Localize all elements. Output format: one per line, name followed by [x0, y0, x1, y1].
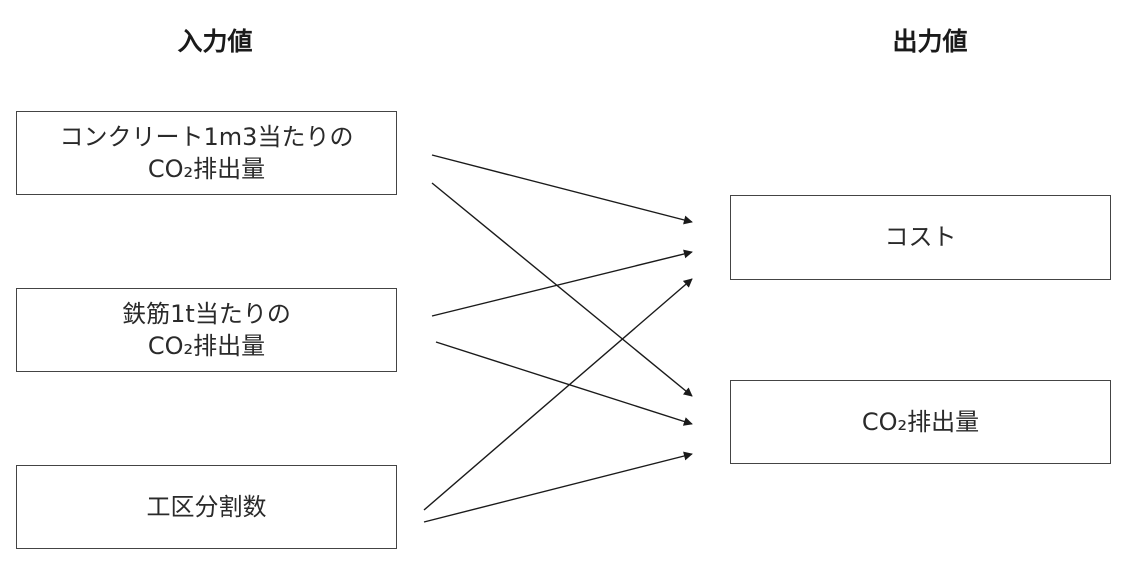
input-values-heading: 入力値 — [177, 27, 253, 56]
input-box-rebar-co2-line2: CO₂排出量 — [147, 332, 266, 360]
input-box-rebar-co2: 鉄筋1t当たりの CO₂排出量 — [16, 288, 397, 372]
arrow-sections-to-cost — [423, 278, 693, 511]
input-box-concrete-co2: コンクリート1m3当たりの CO₂排出量 — [16, 111, 397, 195]
arrow-sections-to-co2 — [423, 451, 693, 523]
input-box-section-count-label: 工区分割数 — [146, 492, 267, 521]
input-box-rebar-co2-line1: 鉄筋1t当たりの — [122, 299, 291, 328]
arrow-rebar-to-cost — [431, 249, 693, 317]
output-values-heading: 出力値 — [892, 27, 968, 56]
input-box-section-count: 工区分割数 — [16, 465, 397, 549]
output-box-cost: コスト — [730, 195, 1111, 280]
arrow-rebar-to-co2 — [435, 341, 693, 426]
arrow-concrete-to-cost — [431, 154, 693, 225]
output-box-co2-emissions-label: CO₂排出量 — [861, 407, 980, 436]
output-box-co2-emissions: CO₂排出量 — [730, 380, 1111, 464]
input-box-concrete-co2-line1: コンクリート1m3当たりの — [59, 122, 354, 151]
arrow-concrete-to-co2 — [431, 182, 693, 397]
input-box-concrete-co2-line2: CO₂排出量 — [147, 155, 266, 183]
output-box-cost-label: コスト — [884, 223, 957, 252]
